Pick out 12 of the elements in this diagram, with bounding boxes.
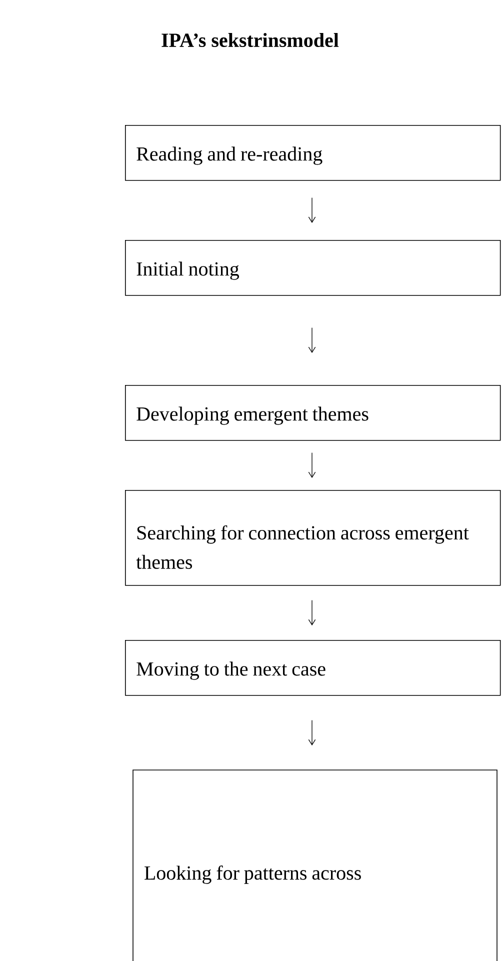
step-box: Searching for connection across emergent themes <box>125 490 501 586</box>
step-box: Looking for patterns across <box>132 770 498 961</box>
step-box: Moving to the next case <box>125 640 501 696</box>
arrow <box>308 327 316 353</box>
step-box: Reading and re-reading <box>125 125 501 181</box>
arrow <box>308 600 316 626</box>
step-box: Initial noting <box>125 240 501 296</box>
arrow <box>308 720 316 746</box>
arrow <box>308 197 316 223</box>
arrow <box>308 452 316 478</box>
step-box: Developing emergent themes <box>125 385 501 441</box>
title: IPA’s sekstrinsmodel <box>162 32 339 48</box>
